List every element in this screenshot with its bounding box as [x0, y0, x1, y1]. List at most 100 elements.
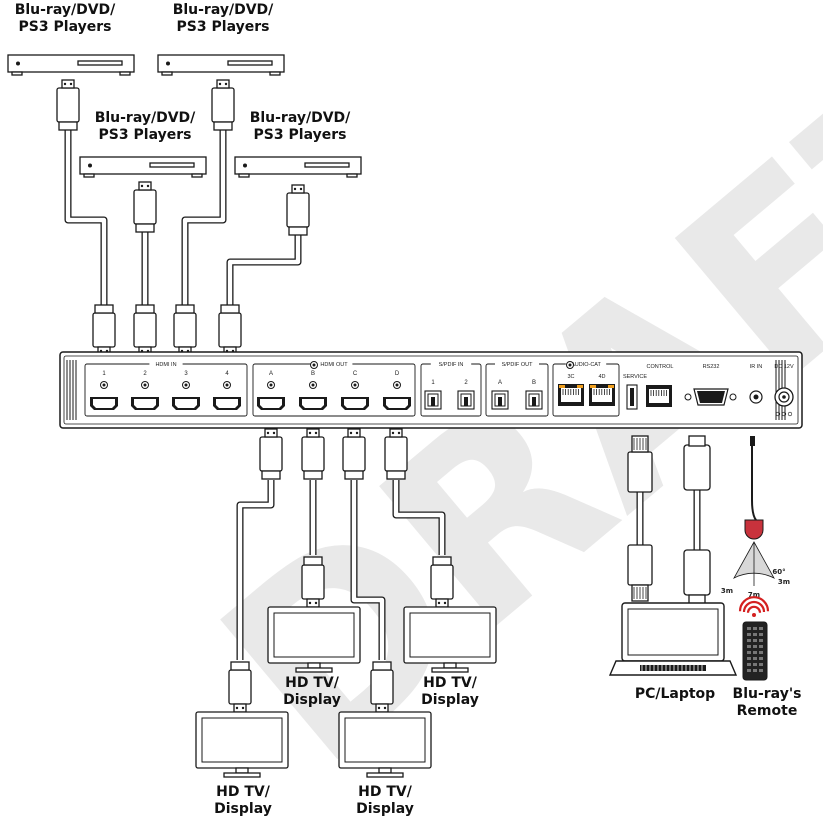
display-devices	[195, 606, 497, 778]
hd-tv-display-3	[195, 711, 289, 778]
hdmi-plug-src-2	[211, 79, 235, 131]
hdmi-plug-out-B	[301, 428, 325, 480]
hdmi-in-port-1: 1	[90, 371, 118, 410]
hd-tv-display-1	[267, 606, 361, 673]
output-cable-D	[392, 480, 446, 555]
control-rj45	[646, 385, 672, 407]
input-cable-3	[181, 125, 227, 305]
ir-in-port	[749, 390, 763, 404]
vent-grille	[66, 360, 77, 420]
hdmi-plug-disp-2	[430, 556, 454, 608]
service-label: SERVICE	[623, 374, 647, 380]
dc-power-port	[774, 387, 794, 407]
hdmi-plug-in-4	[218, 304, 242, 356]
pc-laptop-label: PC/Laptop	[634, 686, 716, 702]
port-label-1: 1	[102, 371, 106, 377]
output-cable-C	[350, 480, 386, 660]
hdmi-plug-in-3	[173, 304, 197, 356]
ethernet-cable	[627, 435, 653, 602]
usb-service-port	[626, 384, 638, 410]
port-label-1: 1	[431, 380, 435, 386]
dc-label: DC 12V	[774, 364, 794, 370]
spdif-out-group: S/PDIF OUT A B	[485, 361, 549, 417]
port-label-4D: 4D	[598, 374, 605, 380]
display-label-2: HD TV/Display	[421, 675, 479, 708]
source-label-4: Blu-ray/DVD/PS3 Players	[249, 110, 351, 143]
spdif-out-port-A: A	[491, 380, 509, 410]
display-label-1: HD TV/Display	[283, 675, 341, 708]
ir-center-range-label: 7m	[748, 591, 760, 599]
hdmi-plug-out-D	[384, 428, 408, 480]
source-devices	[7, 54, 362, 178]
port-label-C: C	[353, 371, 358, 377]
hdmi-plug-in-1	[92, 304, 116, 356]
spdif-out-title: S/PDIF OUT	[502, 362, 534, 368]
port-label-B: B	[532, 380, 536, 386]
port-label-2: 2	[143, 371, 147, 377]
blu-ray-remote	[742, 621, 768, 681]
hdmi-plug-out-C	[342, 428, 366, 480]
panel-inner	[63, 355, 799, 425]
port-label-A: A	[498, 380, 502, 386]
display-label-3: HD TV/Display	[214, 784, 272, 817]
hdmi-plug-src-1	[56, 79, 80, 131]
blu-ray-player-4	[234, 156, 362, 178]
hdmi-plug-disp-4	[370, 661, 394, 713]
blu-ray-player-1	[7, 54, 135, 76]
spdif-in-group: S/PDIF IN 1 2	[420, 361, 482, 417]
port-label-B: B	[311, 371, 315, 377]
input-cables	[56, 79, 310, 356]
output-cables	[228, 428, 454, 713]
display-label-4: HD TV/Display	[356, 784, 414, 817]
hdmi-plug-disp-1	[301, 556, 325, 608]
output-cable-A	[236, 480, 275, 660]
hdmi-out-port-A: A	[257, 371, 285, 410]
spdif-in-port-2: 2	[457, 380, 475, 410]
panel-body	[59, 351, 803, 429]
hd-tv-display-4	[338, 711, 432, 778]
blu-ray-player-3	[79, 156, 207, 178]
ir-right-range-label: 3m	[778, 578, 790, 586]
input-cable-4	[226, 230, 302, 305]
spdif-in-port-1: 1	[424, 380, 442, 410]
ir-in-label: IR IN	[750, 364, 763, 370]
rj45-3C	[558, 384, 584, 406]
pc-laptop	[608, 602, 738, 676]
hdmi-plug-src-3	[133, 181, 157, 233]
control-label: CONTROL	[647, 364, 674, 370]
rs232-port	[684, 388, 737, 406]
audio-cat-group: AUDIO-CAT 3C 4D	[552, 361, 620, 417]
ir-left-range-label: 3m	[721, 587, 733, 595]
source-label-3: Blu-ray/DVD/PS3 Players	[94, 110, 196, 143]
ir-angle-label: 60°	[772, 568, 785, 576]
blu-ray-player-2	[157, 54, 285, 76]
hdmi-plug-disp-3	[228, 661, 252, 713]
audio-cat-title: AUDIO-CAT	[571, 362, 601, 368]
dc-polarity-symbol	[775, 411, 793, 417]
ir-receiver-cable	[744, 436, 764, 540]
hdmi-out-port-D: D	[383, 371, 411, 410]
port-label-2: 2	[464, 380, 468, 386]
hdmi-out-port-B: B	[299, 371, 327, 410]
source-label-2: Blu-ray/DVD/PS3 Players	[172, 2, 274, 35]
hdmi-in-port-3: 3	[172, 371, 200, 410]
hd-tv-display-2	[403, 606, 497, 673]
port-label-A: A	[269, 371, 273, 377]
spdif-in-title: S/PDIF IN	[439, 362, 464, 368]
input-cable-1	[64, 125, 108, 305]
port-label-3C: 3C	[567, 374, 574, 380]
hdmi-in-port-2: 2	[131, 371, 159, 410]
hdmi-in-title: HDMI IN	[155, 362, 176, 368]
port-label-D: D	[395, 371, 400, 377]
rs232-cable	[683, 435, 711, 606]
hdmi-out-title: HDMI OUT	[320, 362, 348, 368]
ir-range-indicator: 60° 3m 3m 7m	[721, 541, 790, 599]
ir-signal-icon	[738, 596, 770, 617]
hdmi-plug-in-2	[133, 304, 157, 356]
hdmi-plug-src-4	[286, 184, 310, 236]
